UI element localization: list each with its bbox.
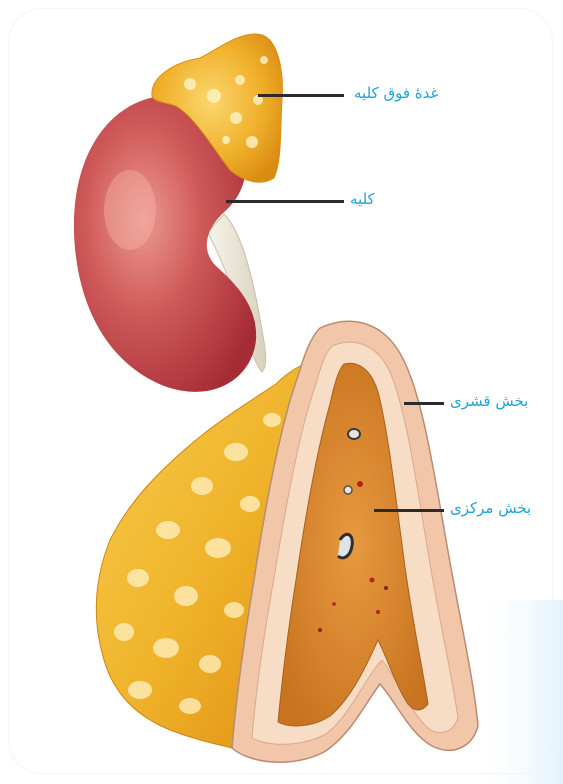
- label-adrenal-gland: غدهٔ فوق کلیه: [354, 84, 438, 102]
- leader-line-cortex: [404, 402, 444, 405]
- leader-line-kidney: [226, 200, 344, 203]
- label-kidney: کلیه: [350, 190, 375, 208]
- leader-line-medulla: [374, 509, 444, 512]
- kidney-highlight: [104, 170, 156, 250]
- label-cortex: بخش قشری: [450, 392, 528, 410]
- leader-line-adrenal-gland: [258, 94, 344, 97]
- label-medulla: بخش مرکزی: [450, 499, 531, 517]
- corner-glow: [470, 600, 563, 784]
